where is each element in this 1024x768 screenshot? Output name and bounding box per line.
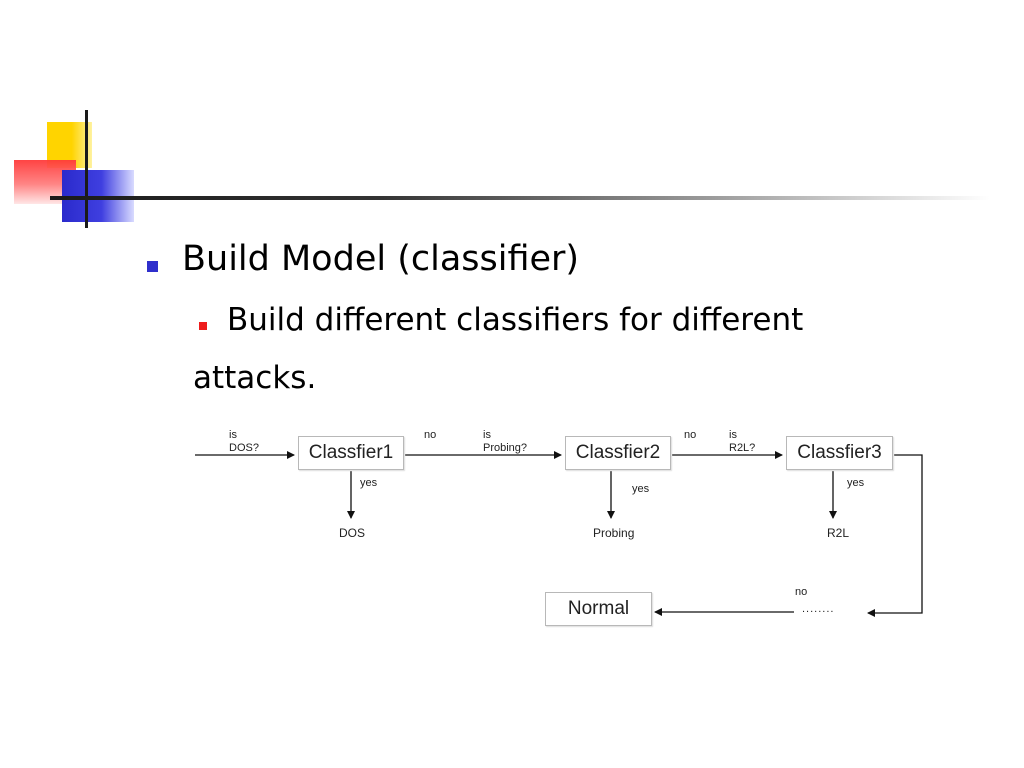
sub-bullet-line1: Build different classifiers for differen…	[227, 302, 804, 338]
no-label-1: no	[424, 429, 437, 441]
classifier1-box: Classfier1	[298, 436, 404, 470]
yes-label-1: yes	[360, 477, 378, 489]
question-r2l-line1: is	[729, 429, 737, 441]
question-dos-line2: DOS?	[229, 442, 259, 454]
vertical-divider-line	[85, 110, 88, 228]
sub-bullet-line2: attacks.	[193, 360, 317, 396]
no-connector-3	[867, 454, 923, 617]
question-r2l-line2: R2L?	[729, 442, 756, 454]
question-probing-line1: is	[483, 429, 491, 441]
sub-bullet-square-icon	[199, 322, 207, 330]
classifier3-box: Classfier3	[786, 436, 893, 470]
title-divider-line	[50, 196, 990, 200]
question-dos-line1: is	[229, 429, 237, 441]
bullet-build-model: Build Model (classifier)	[182, 239, 580, 279]
no-label-3: no	[795, 586, 808, 598]
ellipsis-more-classifiers: ........	[802, 603, 835, 615]
bullet-square-icon	[147, 261, 158, 272]
outcome-dos: DOS	[339, 526, 366, 540]
outcome-r2l: R2L	[827, 526, 850, 540]
no-label-2: no	[684, 429, 697, 441]
classifier2-box: Classfier2	[565, 436, 671, 470]
yes-label-3: yes	[847, 477, 865, 489]
outcome-probing: Probing	[593, 526, 635, 540]
yes-label-2: yes	[632, 483, 650, 495]
question-probing-line2: Probing?	[483, 442, 528, 454]
normal-box: Normal	[545, 592, 652, 626]
